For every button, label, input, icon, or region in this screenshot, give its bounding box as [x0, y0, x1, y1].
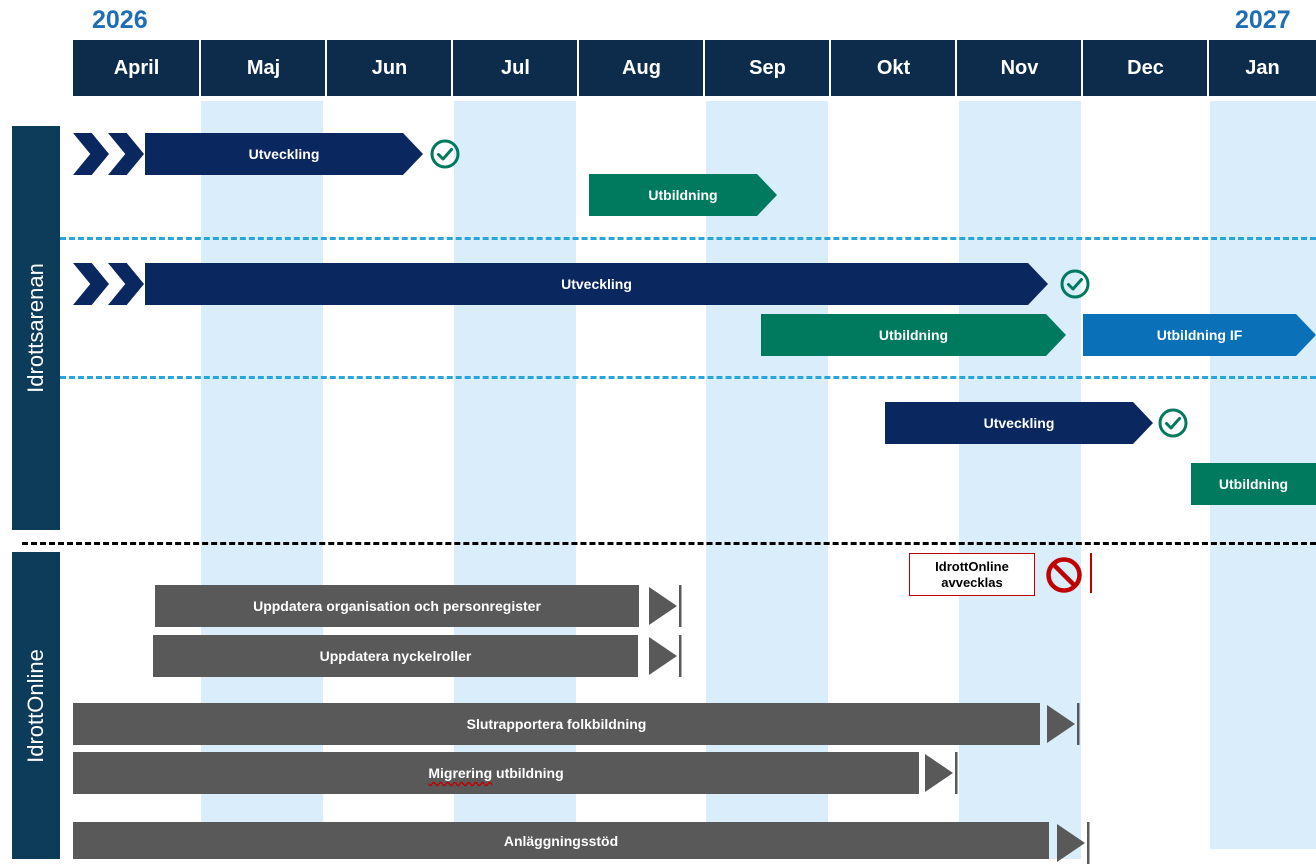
- end-triangle-icon: [925, 752, 958, 794]
- section-divider: [22, 542, 1316, 545]
- month-header-nov: Nov: [955, 40, 1082, 96]
- task-bar-migrering: Migrering utbildning: [73, 752, 919, 794]
- dev-bar-2: Utveckling: [145, 263, 1048, 305]
- shutdown-notice: IdrottOnline avvecklas: [909, 553, 1035, 596]
- task-bar-org: Uppdatera organisation och personregiste…: [155, 585, 639, 627]
- month-stripe: [201, 101, 323, 859]
- end-triangle-icon: [1047, 703, 1080, 745]
- end-triangle-icon: [1057, 822, 1090, 864]
- check-circle-icon: [1158, 408, 1188, 438]
- chevron-icon: [108, 263, 144, 305]
- month-header-maj: Maj: [199, 40, 326, 96]
- dev-bar-3: Utveckling: [885, 402, 1153, 444]
- task-bar-roles: Uppdatera nyckelroller: [153, 635, 638, 677]
- edu-if-bar: Utbildning IF: [1083, 314, 1316, 356]
- month-stripe: [454, 101, 576, 859]
- task-bar-folkbildning: Slutrapportera folkbildning: [73, 703, 1040, 745]
- section-label-idrottonline: IdrottOnline: [12, 552, 60, 859]
- edu-bar-2: Utbildning: [761, 314, 1066, 356]
- chevron-icon: [108, 133, 144, 175]
- edu-bar-1: Utbildning: [589, 174, 777, 216]
- chevron-icon: [73, 133, 109, 175]
- month-header-jun: Jun: [325, 40, 452, 96]
- month-header-sep: Sep: [703, 40, 830, 96]
- dev-bar-1: Utveckling: [145, 133, 423, 175]
- edu-bar-3: Utbildning: [1191, 463, 1316, 505]
- task-bar-anlaggning: Anläggningsstöd: [73, 822, 1049, 859]
- chevron-icon: [73, 263, 109, 305]
- prohibited-icon: [1046, 557, 1082, 593]
- month-header-jan: Jan: [1207, 40, 1316, 96]
- check-circle-icon: [430, 139, 460, 169]
- end-triangle-icon: [649, 585, 682, 627]
- row-divider: [60, 376, 1316, 379]
- row-divider: [60, 237, 1316, 240]
- check-circle-icon: [1060, 269, 1090, 299]
- section-label-idrottsarenan: Idrottsarenan: [12, 126, 60, 530]
- month-header-dec: Dec: [1081, 40, 1208, 96]
- month-header-april: April: [73, 40, 200, 96]
- month-header-jul: Jul: [451, 40, 578, 96]
- month-stripe: [959, 101, 1081, 859]
- month-header-okt: Okt: [829, 40, 956, 96]
- year-end: 2027: [1235, 6, 1291, 34]
- end-marker-line: [1090, 553, 1092, 593]
- year-start: 2026: [92, 6, 148, 34]
- end-triangle-icon: [649, 635, 682, 677]
- month-header-aug: Aug: [577, 40, 704, 96]
